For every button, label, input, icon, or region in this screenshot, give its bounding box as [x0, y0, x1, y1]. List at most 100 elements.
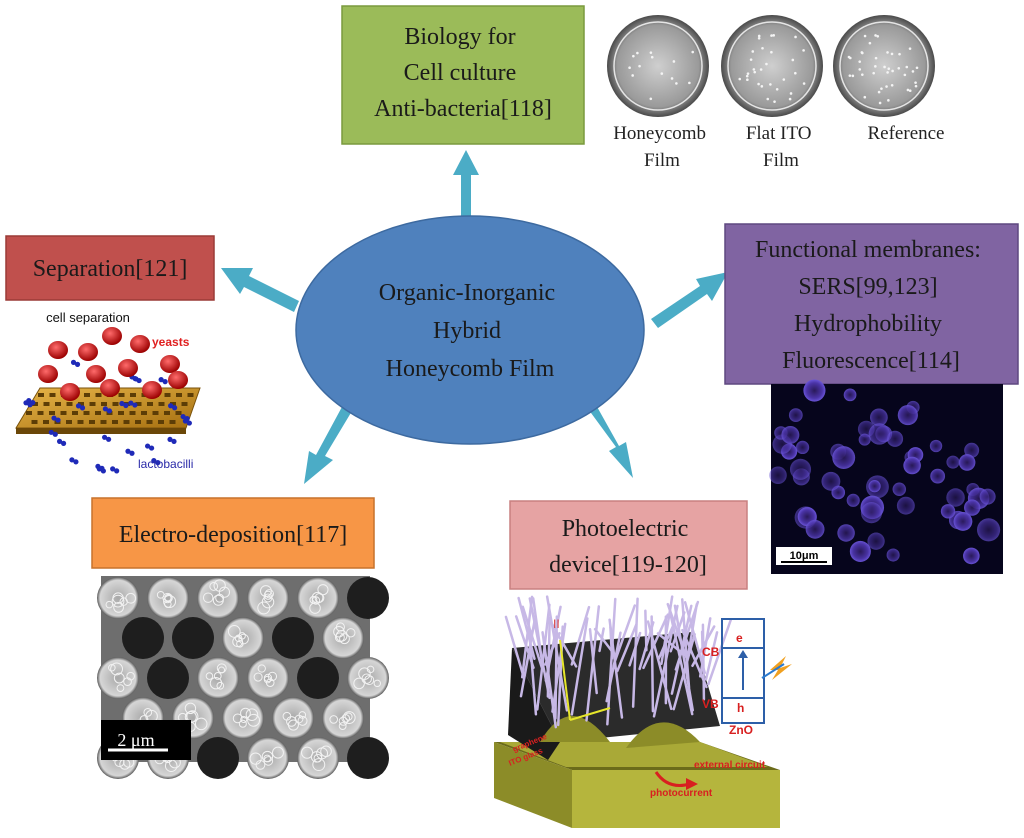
sem-grain — [143, 707, 153, 717]
sem-grain — [263, 590, 273, 600]
mesh-hole — [72, 411, 78, 415]
sem-grain — [112, 592, 124, 604]
bacteria-colony — [861, 73, 864, 76]
lactobacillus — [23, 400, 29, 406]
sem-grain — [232, 713, 243, 724]
sem-grain — [267, 671, 278, 682]
bacteria-colony — [794, 71, 797, 75]
bacteria-colony — [877, 90, 881, 94]
sem-grain — [329, 715, 339, 724]
sem-grain — [202, 592, 214, 603]
bacteria-colony — [746, 72, 750, 75]
lactobacillus — [186, 420, 192, 426]
mesh-hole — [135, 420, 141, 424]
yeast-cell — [130, 335, 150, 353]
yeast-cell — [102, 327, 122, 345]
nanorod — [669, 613, 694, 716]
lactobacillus — [55, 417, 61, 423]
fluorescent-cell — [868, 480, 881, 493]
lactobacillus — [52, 431, 58, 437]
bacteria-colony — [691, 50, 695, 54]
sem-grain — [297, 715, 308, 726]
sem-grain — [263, 673, 273, 683]
sem-grain — [334, 632, 345, 643]
sem-pore — [297, 737, 339, 779]
arrow-upper-right — [651, 272, 728, 328]
lactobacilli-label: lactobacilli — [138, 457, 193, 471]
bacteria-colony — [872, 71, 875, 75]
bacteria-colony — [885, 85, 888, 88]
bacteria-colony — [753, 70, 757, 74]
bacteria-colony — [757, 34, 761, 38]
sem-grain — [245, 708, 259, 721]
electro-node: Electro-deposition[117] — [91, 497, 375, 569]
mesh-hole — [95, 393, 102, 397]
photo-illustration: II e CB VB h ZnO graphene ITO glass exte… — [494, 595, 792, 828]
sem-grain — [113, 672, 125, 684]
bacteria-colony — [759, 68, 763, 71]
bacteria-colony — [802, 49, 805, 52]
photocurrent-label: photocurrent — [650, 788, 713, 799]
bacteria-colony — [906, 88, 910, 92]
sem-grain — [240, 707, 251, 719]
sem-grain — [373, 679, 382, 688]
sem-grain — [342, 711, 356, 724]
lactobacillus — [168, 403, 174, 409]
bacteria-colony — [782, 78, 786, 81]
center-line-2: Hybrid — [433, 318, 501, 344]
sem-grain — [259, 585, 272, 597]
arrow-lower-left — [304, 405, 352, 484]
arrow-lower-right — [583, 396, 633, 478]
fluorescent-cell — [869, 408, 888, 427]
sem-pore — [297, 657, 339, 699]
bacteria-colony — [765, 62, 768, 66]
mesh-hole — [146, 420, 153, 424]
sem-pore — [97, 577, 139, 619]
sem-grain — [313, 753, 323, 763]
biology-line-3: Anti-bacteria[118] — [374, 96, 552, 122]
bacteria-colony — [891, 69, 894, 73]
membranes-line-2: SERS[99,123] — [798, 274, 937, 300]
sem-grain — [116, 684, 125, 693]
sem-pore — [272, 697, 314, 739]
fluorescent-cell — [892, 482, 907, 496]
sem-grain — [240, 715, 248, 723]
bacteria-colonies — [628, 34, 919, 105]
bacteria-colony — [908, 47, 912, 50]
mesh-hole — [164, 393, 171, 397]
mesh-hole — [83, 411, 90, 415]
bacteria-colony — [878, 101, 882, 105]
sem-pore — [297, 577, 339, 619]
sem-grain — [184, 702, 197, 715]
bacteria-colony — [738, 77, 742, 81]
yeast-cell — [38, 365, 58, 383]
external-circuit-label: external circuit — [694, 760, 766, 771]
lactobacillus — [129, 450, 135, 456]
nanorods — [504, 595, 733, 729]
svg-text:Photoelectric device[119: Photoelectric device[119-120] — [549, 516, 707, 578]
bacteria-colony — [628, 66, 631, 70]
sem-grain — [312, 758, 326, 772]
bacteria-colony — [775, 87, 779, 91]
yeast-cell — [78, 343, 98, 361]
separation-illustration: cell separation yeasts lactobacilli — [15, 310, 201, 474]
lactobacillus — [158, 377, 164, 383]
lactobacillus — [74, 361, 81, 367]
bacteria-colony — [874, 34, 877, 37]
bacteria-colony — [911, 70, 915, 73]
mesh-hole — [118, 411, 124, 415]
separation-node: Separation[121] — [5, 235, 215, 301]
sem-image: 2 μm — [97, 576, 389, 779]
lactobacillus — [151, 458, 157, 464]
mesh-hole — [170, 402, 176, 406]
sem-grain — [263, 593, 273, 603]
bacteria-colony — [746, 78, 749, 81]
nanorod — [588, 627, 598, 695]
yeast-cell — [48, 341, 68, 359]
separation-label: Separation[121] — [33, 256, 188, 282]
sem-grain — [238, 633, 249, 645]
sem-pore — [222, 697, 264, 739]
yeast-cell — [100, 379, 120, 397]
fluorescent-cell — [886, 430, 904, 447]
lactobacillus — [180, 413, 186, 420]
